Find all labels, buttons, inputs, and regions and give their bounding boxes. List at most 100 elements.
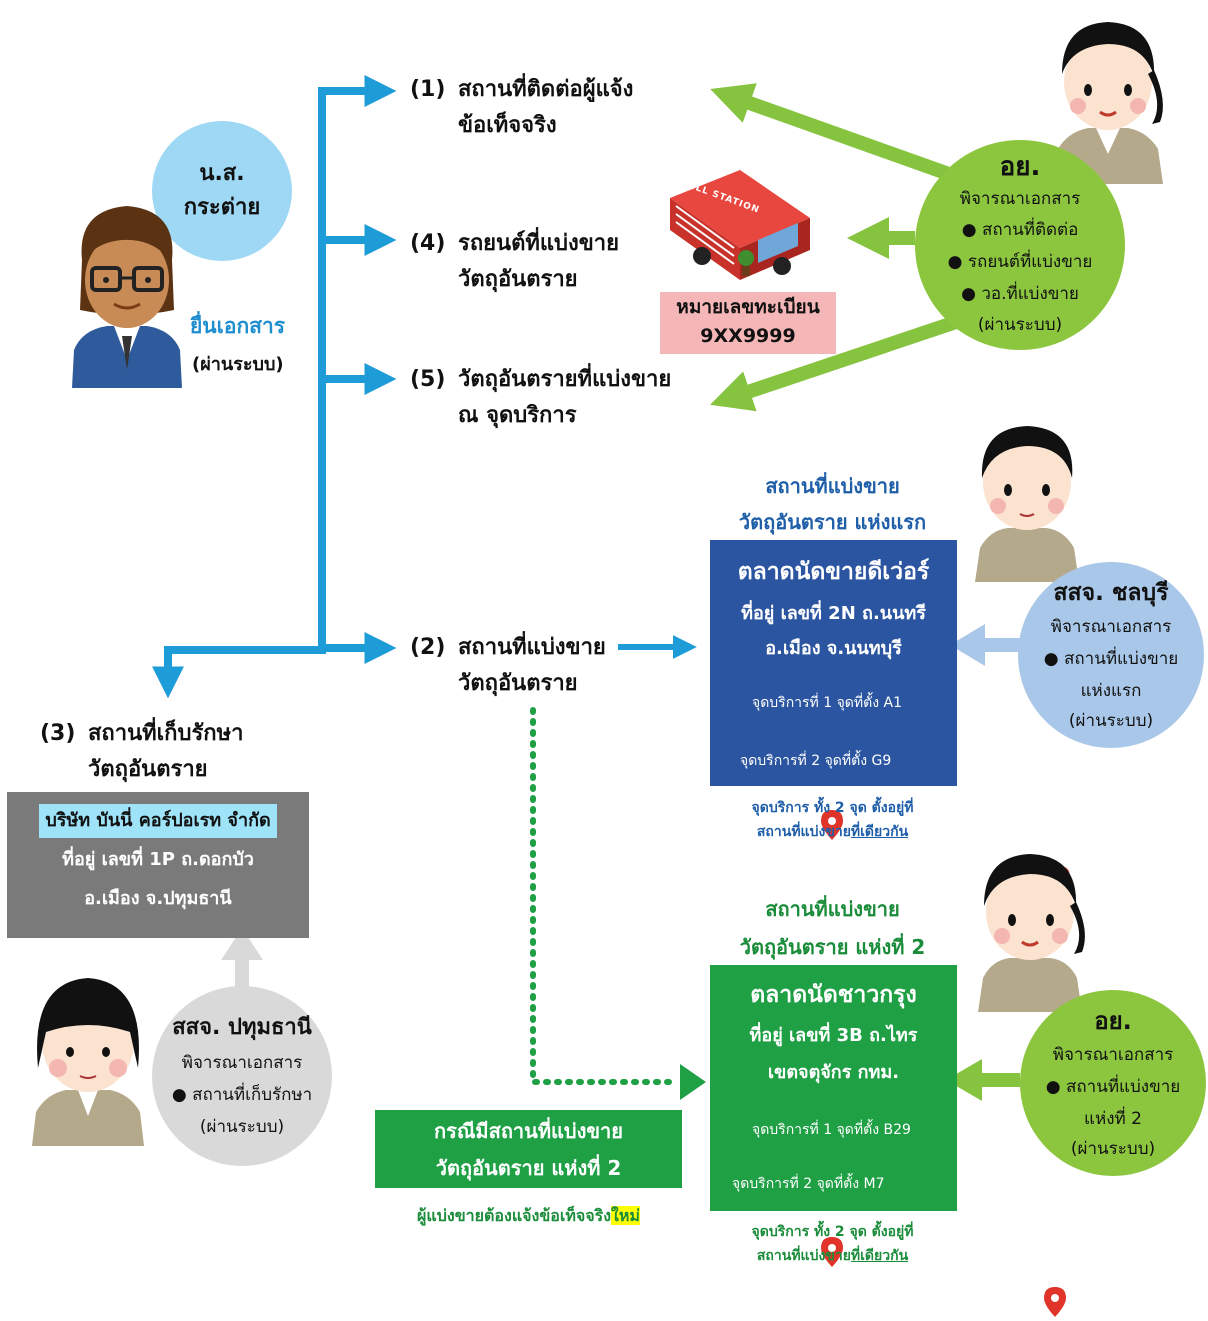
officer-pathum-title: สสจ. ปทุมธานี: [172, 1015, 312, 1040]
officer-bottom-via: (ผ่านระบบ): [1070, 1139, 1156, 1159]
item-4-line1: รถยนต์ที่แบ่งขาย: [458, 231, 620, 256]
site2-note-line2: สถานที่แบ่งขายที่เดียวกัน: [700, 1244, 965, 1268]
item-2-number: (2): [410, 635, 446, 660]
site1-svc1-pin-icon: [820, 810, 843, 840]
site2-note: จุดบริการ ทั้ง 2 จุด ตั้งอยู่ที่ สถานที่…: [700, 1220, 965, 1268]
officer-pathum-action: พิจารณาเอกสาร: [181, 1053, 303, 1073]
site1-note-line2: สถานที่แบ่งขายที่เดียวกัน: [700, 820, 965, 844]
item-3-line1: สถานที่เก็บรักษา: [88, 721, 244, 746]
site2-heading-line1: สถานที่แบ่งขาย: [765, 897, 900, 921]
officer-pathum-via: (ผ่านระบบ): [199, 1117, 285, 1137]
plate-number: 9XX9999: [700, 325, 796, 347]
site1-name: ตลาดนัดขายดีเว่อร์: [737, 559, 930, 585]
item-4-line2: วัตถุอันตราย: [458, 267, 578, 292]
item-5-number: (5): [410, 367, 446, 392]
site2-svc1: จุดบริการที่ 1 จุดที่ตั้ง B29: [752, 1122, 911, 1138]
officer-bottom-bullet: ● สถานที่แบ่งขาย: [1045, 1077, 1181, 1097]
site1-box: ตลาดนัดขายดีเว่อร์ ที่อยู่ เลขที่ 2N ถ.น…: [710, 540, 1071, 896]
item-5-label: (5) วัตถุอันตรายที่แบ่งขาย ณ จุดบริการ: [410, 362, 671, 434]
officer-top-bullet-3-text: วอ.ที่แบ่งขาย: [981, 284, 1079, 304]
item-1-label: (1) สถานที่ติดต่อผู้แจ้ง ข้อเท็จจริง: [410, 72, 633, 144]
arrow-from-chonburi-head: [950, 624, 985, 666]
storage-box: บริษัท บันนี่ คอร์ปอเรท จำกัด ที่อยู่ เล…: [7, 792, 309, 938]
officer-pathum-circle: สสจ. ปทุมธานี พิจารณาเอกสาร ● สถานที่เก็…: [152, 986, 332, 1166]
item-2-line2: วัตถุอันตราย: [458, 671, 578, 696]
storage-company: บริษัท บันนี่ คอร์ปอเรท จำกัด: [39, 804, 277, 838]
officer-chonburi-via: (ผ่านระบบ): [1068, 711, 1154, 731]
item-4-number: (4): [410, 231, 446, 256]
officer-bottom-bullet-text: สถานที่แบ่งขาย: [1066, 1077, 1181, 1097]
officer-chonburi-bullet-text: สถานที่แบ่งขาย: [1064, 649, 1179, 669]
applicant-name-line1: น.ส.: [199, 161, 245, 186]
officer-chonburi-bullet: ● สถานที่แบ่งขาย: [1043, 649, 1179, 669]
site1-heading-line2: วัตถุอันตราย แห่งแรก: [738, 510, 927, 534]
officer-top-circle: อย. พิจารณาเอกสาร ● สถานที่ติดต่อ ● รถยน…: [915, 140, 1125, 350]
case2-note: ผู้แบ่งขายต้องแจ้งข้อเท็จจริงใหม่: [375, 1204, 682, 1229]
officer-pathum-bullet: ● สถานที่เก็บรักษา: [171, 1085, 313, 1105]
applicant-action: ยื่นเอกสาร: [190, 314, 286, 338]
item-2-line1: สถานที่แบ่งขาย: [458, 635, 606, 660]
officer-top-bullet-1: ● สถานที่ติดต่อ: [961, 220, 1079, 240]
site2-svc1-pin-icon: [820, 1237, 843, 1267]
storage-addr2: อ.เมือง จ.ปทุมธานี: [84, 888, 232, 909]
site2-addr2: เขตจตุจักร กทม.: [767, 1062, 900, 1083]
item-3-label: (3) สถานที่เก็บรักษา วัตถุอันตราย: [40, 716, 243, 788]
applicant-avatar-icon: [72, 206, 182, 388]
storage-addr1: ที่อยู่ เลขที่ 1P ถ.ดอกบัว: [62, 849, 254, 870]
site1-svc1: จุดบริการที่ 1 จุดที่ตั้ง A1: [752, 695, 902, 711]
officer-chonburi-avatar-icon: [975, 426, 1079, 582]
arrow-from-bottom-officer-head: [946, 1059, 982, 1101]
officer-top-bullet-3: ● วอ.ที่แบ่งขาย: [961, 284, 1079, 304]
plate-label: หมายเลขทะเบียน: [676, 296, 820, 318]
officer-top-bullet-2-text: รถยนต์ที่แบ่งขาย: [967, 252, 1093, 272]
site2-heading: สถานที่แบ่งขาย วัตถุอันตราย แห่งที่ 2: [700, 890, 965, 966]
site1-svc2: จุดบริการที่ 2 จุดที่ตั้ง G9: [740, 753, 892, 769]
officer-chonburi-circle: สสจ. ชลบุรี พิจารณาเอกสาร ● สถานที่แบ่งข…: [1018, 562, 1204, 748]
applicant-bubble: น.ส. กระต่าย: [152, 121, 292, 261]
officer-bottom-avatar-icon: [978, 854, 1085, 1012]
site2-note-line2a: สถานที่แบ่งขาย: [756, 1248, 851, 1264]
officer-pathum-avatar-icon: [32, 978, 144, 1146]
item-3-line2: วัตถุอันตราย: [88, 757, 208, 782]
green-arrow-to-item-1: [710, 83, 963, 185]
site2-box: ตลาดนัดชาวกรุง ที่อยู่ เลขที่ 3B ถ.ไทร เ…: [710, 965, 1067, 1317]
site1-note-line2b: ที่เดียวกัน: [850, 824, 909, 840]
officer-chonburi-title: สสจ. ชลบุรี: [1053, 580, 1169, 606]
officer-top-via: (ผ่านระบบ): [977, 315, 1063, 335]
site1-note-line2a: สถานที่แบ่งขาย: [756, 824, 851, 840]
site1-addr1: ที่อยู่ เลขที่ 2N ถ.นนทรี: [741, 603, 926, 624]
applicant-name-line2: กระต่าย: [183, 195, 261, 220]
case2-note-b: ใหม่: [611, 1206, 640, 1225]
officer-bottom-circle: อย. พิจารณาเอกสาร ● สถานที่แบ่งขาย แห่งท…: [1020, 990, 1206, 1176]
site2-addr1: ที่อยู่ เลขที่ 3B ถ.ไทร: [749, 1025, 918, 1046]
case2-box: กรณีมีสถานที่แบ่งขาย วัตถุอันตราย แห่งที…: [375, 1110, 682, 1188]
site1-addr2: อ.เมือง จ.นนทบุรี: [765, 638, 902, 659]
site2-svc2-pin-icon: [1044, 1287, 1067, 1317]
site2-svc2: จุดบริการที่ 2 จุดที่ตั้ง M7: [732, 1176, 885, 1192]
item-5-line1: วัตถุอันตรายที่แบ่งขาย: [458, 367, 672, 392]
item-2-label: (2) สถานที่แบ่งขาย วัตถุอันตราย: [410, 630, 606, 702]
officer-top-action: พิจารณาเอกสาร: [959, 189, 1081, 209]
item-5-line2: ณ จุดบริการ: [458, 403, 577, 428]
case2-note-a: ผู้แบ่งขายต้องแจ้งข้อเท็จจริง: [417, 1206, 612, 1225]
site2-note-line1: จุดบริการ ทั้ง 2 จุด ตั้งอยู่ที่: [751, 1224, 914, 1240]
site1-heading: สถานที่แบ่งขาย วัตถุอันตราย แห่งแรก: [700, 468, 965, 540]
license-plate: หมายเลขทะเบียน 9XX9999: [660, 292, 836, 354]
dotted-path-to-site2: [530, 707, 681, 1085]
item-4-label: (4) รถยนต์ที่แบ่งขาย วัตถุอันตราย: [410, 226, 619, 298]
case2-line2: วัตถุอันตราย แห่งที่ 2: [435, 1156, 622, 1180]
site2-heading-line2: วัตถุอันตราย แห่งที่ 2: [739, 935, 926, 959]
site2-note-line2b: ที่เดียวกัน: [850, 1248, 909, 1264]
officer-bottom-bullet2: แห่งที่ 2: [1084, 1109, 1142, 1129]
item-1-number: (1): [410, 77, 446, 102]
officer-pathum-bullet-text: สถานที่เก็บรักษา: [192, 1085, 313, 1105]
officer-top-bullet-1-text: สถานที่ติดต่อ: [981, 220, 1079, 240]
site1-note-line1: จุดบริการ ทั้ง 2 จุด ตั้งอยู่ที่: [751, 800, 914, 816]
item-1-line1: สถานที่ติดต่อผู้แจ้ง: [458, 77, 634, 102]
site1-note: จุดบริการ ทั้ง 2 จุด ตั้งอยู่ที่ สถานที่…: [700, 796, 965, 844]
item-1-line2: ข้อเท็จจริง: [458, 113, 557, 138]
green-arrow-to-item-5: [710, 313, 965, 412]
officer-bottom-title: อย.: [1094, 1007, 1132, 1035]
officer-top-title: อย.: [999, 152, 1041, 182]
item-3-number: (3): [40, 721, 76, 746]
